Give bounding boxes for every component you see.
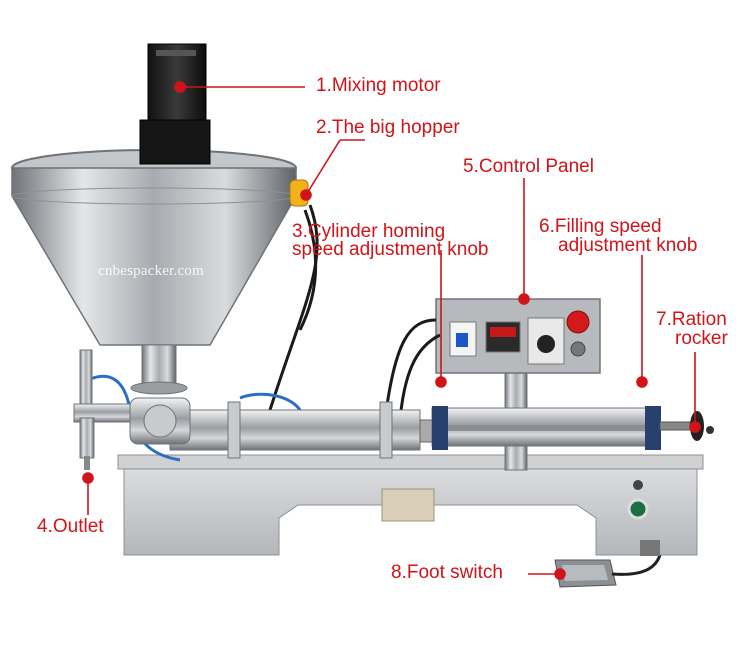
outlet-valve	[73, 349, 191, 470]
callout-lines	[82, 81, 701, 580]
mixing-motor	[139, 43, 211, 165]
label-filling-knob-line1: 6.Filling speed	[539, 216, 662, 237]
nameplate	[381, 488, 435, 522]
callout-dot-control-panel	[518, 293, 530, 305]
label-control-panel: 5.Control Panel	[463, 156, 594, 177]
callout-dot-outlet	[82, 472, 94, 484]
label-mixing-motor: 1.Mixing motor	[316, 75, 441, 96]
label-ration-rocker-line2: rocker	[675, 328, 728, 349]
foot-switch	[554, 554, 662, 588]
cables	[268, 204, 441, 421]
callout-dot-hopper	[300, 189, 312, 201]
label-cylinder-knob-line1: 3.Cylinder homing	[292, 221, 446, 242]
machine-base	[117, 454, 704, 556]
callout-dot-motor	[174, 81, 186, 93]
watermark: cnbespacker.com	[98, 263, 204, 279]
label-foot-switch: 8.Foot switch	[391, 562, 503, 583]
label-cylinder-knob-line2: speed adjustment knob	[292, 239, 489, 260]
label-filling-knob-line2: adjustment knob	[558, 235, 698, 256]
callout-dot-cylinder-knob	[435, 376, 447, 388]
label-outlet: 4.Outlet	[37, 516, 104, 537]
label-ration-rocker-line1: 7.Ration	[656, 309, 727, 330]
ration-rocker	[659, 411, 714, 441]
callout-dot-ration-rocker	[689, 421, 701, 433]
power-switch	[627, 480, 660, 556]
filling-cylinders	[169, 401, 661, 459]
label-big-hopper: 2.The big hopper	[316, 117, 460, 138]
callout-dot-filling-knob	[636, 376, 648, 388]
callout-dot-foot-switch	[554, 568, 566, 580]
